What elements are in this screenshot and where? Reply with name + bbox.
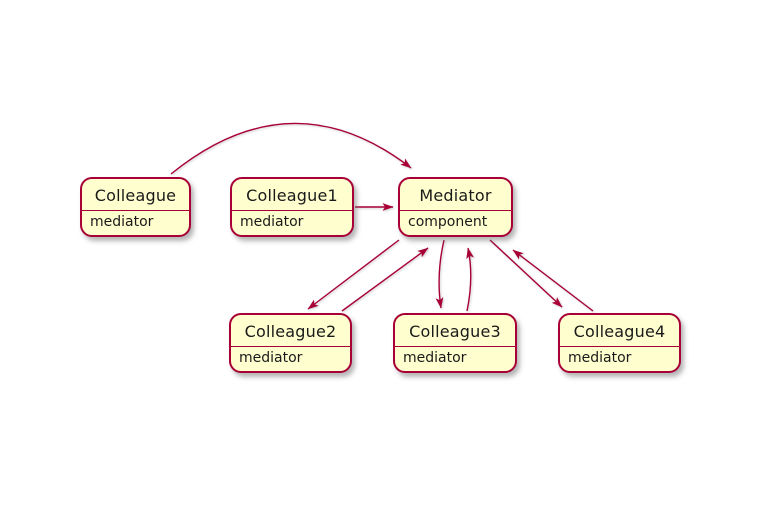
class-title: Colleague3	[395, 315, 515, 347]
class-node-colleague2: Colleague2 mediator	[229, 313, 352, 373]
edge-colleague3-to-mediator	[466, 247, 474, 312]
class-title: Colleague1	[232, 179, 352, 211]
class-field: mediator	[403, 350, 467, 366]
class-field: mediator	[90, 214, 154, 230]
edge-colleague4-to-mediator	[512, 249, 594, 312]
edge-colleague-to-mediator	[170, 122, 412, 175]
edge-mediator-to-colleague2	[307, 239, 400, 310]
class-title: Colleague	[82, 179, 189, 211]
class-title: Colleague2	[231, 315, 350, 347]
class-node-mediator: Mediator component	[398, 177, 513, 237]
edge-colleague2-to-mediator	[341, 247, 429, 312]
class-field: component	[408, 214, 488, 230]
class-node-colleague: Colleague mediator	[80, 177, 191, 237]
edge-mediator-to-colleague4	[489, 239, 563, 308]
class-field: mediator	[239, 350, 303, 366]
class-field: mediator	[568, 350, 632, 366]
edge-mediator-to-colleague3	[435, 239, 445, 309]
class-title: Colleague4	[560, 315, 679, 347]
class-node-colleague3: Colleague3 mediator	[393, 313, 517, 373]
class-node-colleague4: Colleague4 mediator	[558, 313, 681, 373]
class-field: mediator	[240, 214, 304, 230]
class-title: Mediator	[400, 179, 511, 211]
class-node-colleague1: Colleague1 mediator	[230, 177, 354, 237]
